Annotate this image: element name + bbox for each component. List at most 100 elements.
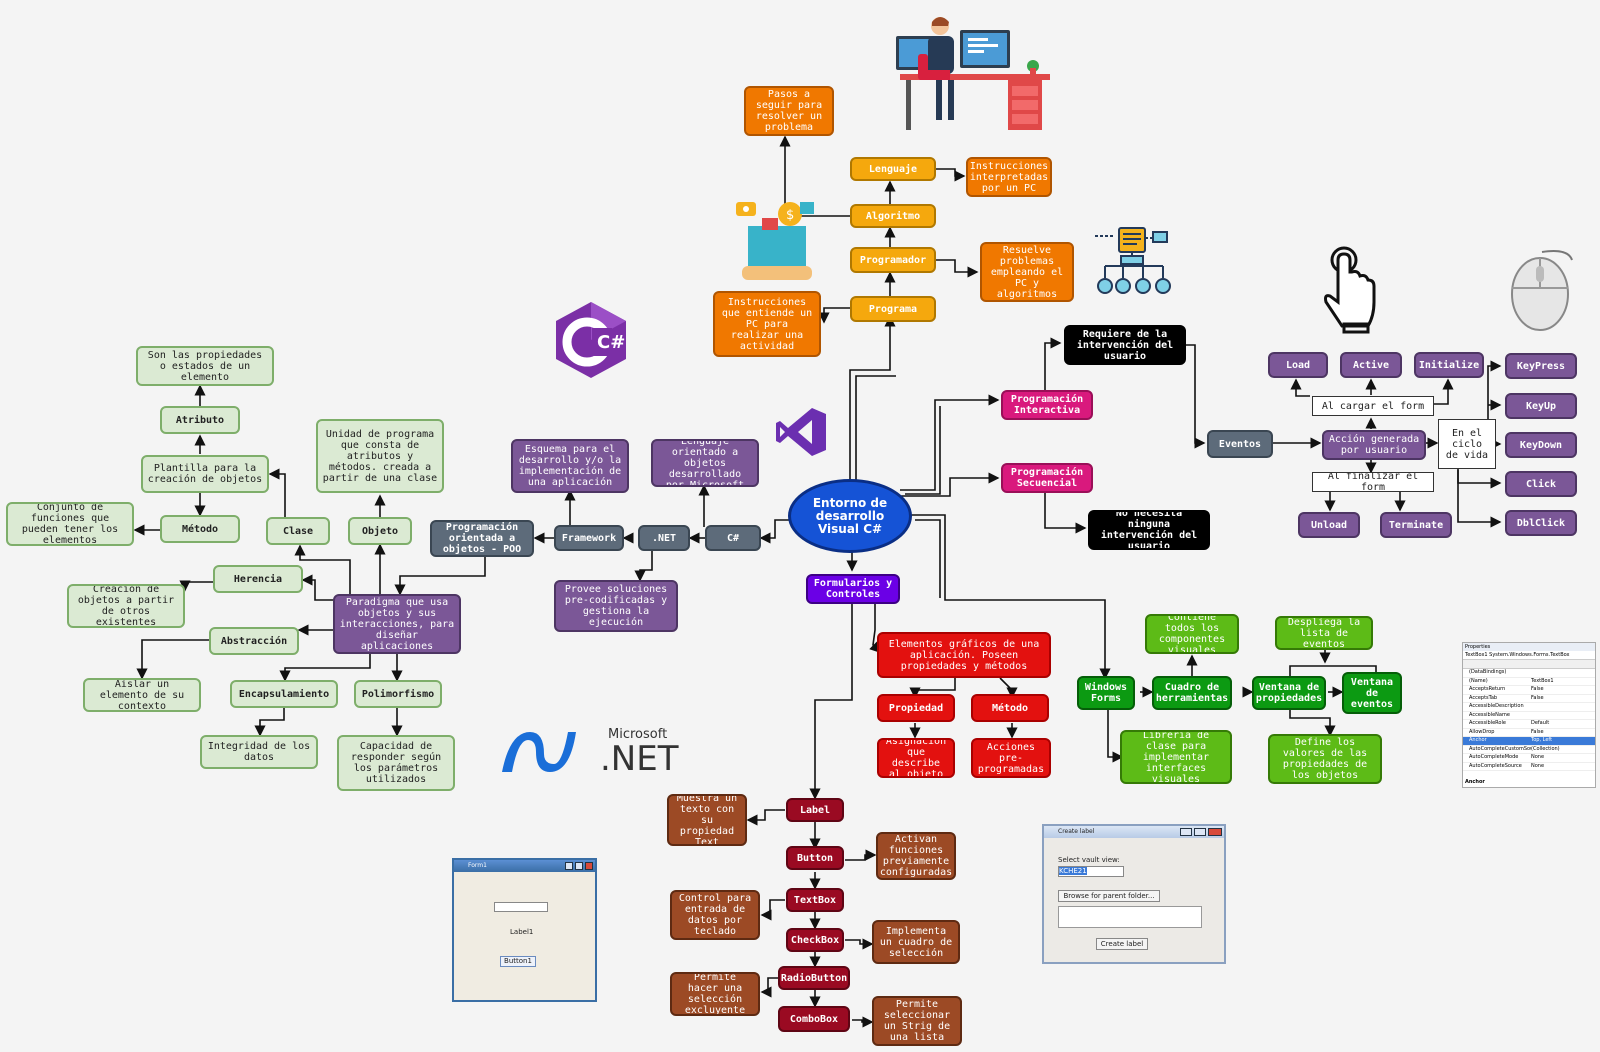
programador-box: Programador (850, 247, 936, 273)
framework-desc-box: Esquema para el desarrollo y/o la implem… (511, 439, 629, 493)
event-click: Click (1505, 471, 1577, 497)
event-active: Active (1340, 352, 1402, 378)
objeto-desc-box: Unidad de programa que consta de atribut… (316, 419, 444, 493)
props-row-name: AllowDrop (1469, 728, 1495, 735)
props-row: AcceptsReturn False (1463, 686, 1595, 695)
radiobutton-desc-box: Permite hacer una selección excluyente (670, 972, 760, 1016)
event-dblclick: DblClick (1505, 510, 1577, 536)
csharp-desc-box: Lenguaje orientado a objetos desarrollad… (651, 439, 759, 487)
props-row-value (1531, 712, 1595, 720)
props-row: (DataBindings) (1463, 669, 1595, 678)
ventana-eventos-box: Ventana de eventos (1342, 672, 1402, 714)
dialog-close-icon (1208, 828, 1222, 836)
form1-titlebar: Form1 (454, 860, 595, 872)
programa-box: Programa (850, 296, 936, 322)
algoritmo-desc-box: Pasos a seguir para resolver un problema (744, 86, 834, 136)
propiedad-desc-box: Asignación que describe al objeto (877, 738, 955, 778)
dialog-minimize-icon (1180, 828, 1192, 836)
props-row: AccessibleName (1463, 712, 1595, 720)
event-keypress: KeyPress (1505, 353, 1577, 379)
polimorfismo-box: Polimorfismo (354, 680, 442, 708)
props-row-name: (Name) (1469, 677, 1488, 684)
al-finalizar-box: Al finalizar el form (1312, 472, 1434, 492)
lenguaje-desc-box: Instrucciones interpretadas por un PC (966, 157, 1052, 197)
form1-minimize-icon (565, 862, 573, 870)
control-combobox: ComboBox (778, 1006, 850, 1032)
props-row-value: None (1531, 762, 1545, 769)
objeto-box: Objeto (348, 517, 412, 545)
programmer-desk-illustration (896, 17, 1050, 130)
props-row-value: TextBox1 (1531, 677, 1554, 684)
props-row-name: AccessibleRole (1469, 720, 1506, 726)
framework-box: Framework (554, 525, 624, 551)
svg-text:$: $ (786, 208, 794, 223)
interactiva-desc-box: Requiere de la intervención del usuario (1064, 325, 1186, 365)
properties-panel-thumbnail: Properties TextBox1 System.Windows.Forms… (1462, 642, 1596, 788)
props-row-name: AutoCompleteCustomSou (1469, 745, 1531, 752)
props-row-value: False (1531, 686, 1544, 692)
control-button: Button (786, 846, 844, 870)
encapsulamiento-desc-box: Integridad de los datos (200, 735, 318, 769)
props-row-name: (DataBindings) (1469, 669, 1507, 675)
visual-studio-logo (776, 408, 826, 456)
props-title: Properties (1463, 643, 1595, 651)
net-logo-text: .NET (600, 739, 679, 776)
props-row-value: None (1531, 754, 1545, 760)
csharp-logo: C# (556, 302, 626, 378)
event-keydown: KeyDown (1505, 432, 1577, 458)
ventana-propiedades-box: Ventana de propiedades (1252, 676, 1326, 710)
form1-window-thumbnail: Form1 Label1 Button1 (452, 858, 597, 1002)
props-row-value (1531, 669, 1595, 677)
form1-button: Button1 (500, 956, 536, 967)
ciclo-vida-box: En el ciclo de vida (1438, 419, 1496, 469)
props-row-name: AcceptsTab (1469, 694, 1498, 701)
props-row-value: False (1531, 728, 1544, 735)
accion-usuario-box: Acción generada por usuario (1322, 430, 1426, 460)
windows-forms-box: Windows Forms (1077, 676, 1135, 710)
props-row: AccessibleRole Default (1463, 720, 1595, 729)
dialog-maximize-icon (1194, 828, 1206, 836)
polimorfismo-desc-box: Capacidad de responder según los parámet… (337, 735, 455, 791)
algoritmo-box: Algoritmo (850, 204, 936, 228)
microsoft-net-logo: Microsoft .NET (502, 727, 679, 776)
form1-textbox (494, 902, 548, 912)
abstraccion-box: Abstracción (209, 627, 299, 655)
checkbox-desc-box: Implementa un cuadro de selección (872, 920, 960, 964)
dialog-textarea (1058, 906, 1202, 928)
props-row: AcceptsTab False (1463, 694, 1595, 703)
libreria-box: Libreria de clase para implementar inter… (1120, 730, 1232, 784)
props-row-name: AutoCompleteSource (1469, 762, 1522, 769)
programador-desc-box: Resuelve problemas empleando el PC y alg… (980, 242, 1074, 302)
center-node: Entorno de desarrollo Visual C# (788, 479, 912, 553)
cuadro-desc-box: Contiene todos los componentes visuales (1145, 614, 1239, 654)
props-object: TextBox1 System.Windows.Forms.TextBox (1463, 651, 1595, 660)
propiedad-box: Propiedad (877, 694, 955, 722)
props-footer: Anchor (1465, 779, 1485, 785)
props-row-value: Default (1531, 720, 1550, 726)
props-row-value (1531, 703, 1595, 711)
dialog-titlebar: Create label (1044, 826, 1224, 838)
props-row-value: False (1531, 694, 1544, 701)
create-label-dialog-thumbnail: Create label Select vault view: KCHE21 B… (1042, 824, 1226, 964)
flowchart-icon (1095, 227, 1171, 294)
programacion-secuencial-box: Programación Secuencial (1001, 463, 1093, 493)
programa-desc-box: Instrucciones que entiende un PC para re… (713, 291, 821, 357)
metodo-form-box: Método (971, 694, 1049, 722)
programacion-interactiva-box: Programación Interactiva (1001, 390, 1093, 420)
control-radiobutton: RadioButton (778, 966, 850, 990)
event-initialize: Initialize (1414, 352, 1484, 378)
csharp-box: C# (705, 525, 761, 551)
dialog-browse-button: Browse for parent folder... (1058, 890, 1160, 902)
props-row-name: AccessibleDescription (1469, 703, 1524, 709)
money-growth-icon: $ (736, 202, 814, 280)
hand-pointer-icon (1324, 246, 1376, 334)
props-row-name: AcceptsReturn (1469, 686, 1506, 692)
props-row: (Name) TextBox1 (1463, 677, 1595, 686)
form1-close-icon (585, 862, 593, 870)
props-row: AllowDrop False (1463, 728, 1595, 737)
control-label: Label (786, 798, 844, 822)
control-checkbox: CheckBox (786, 928, 844, 952)
